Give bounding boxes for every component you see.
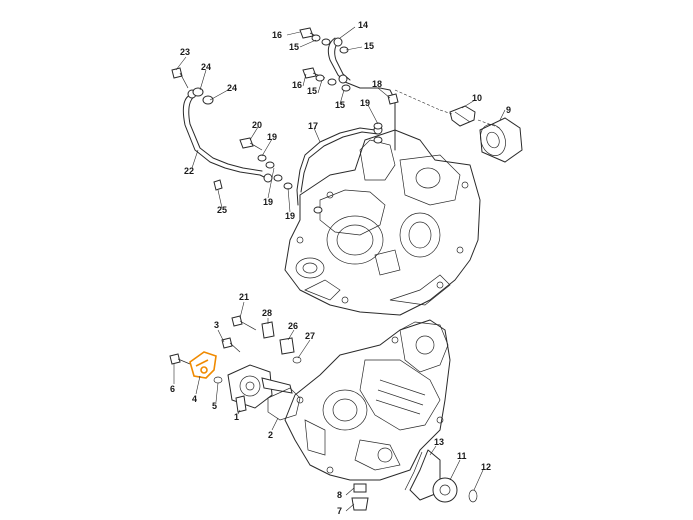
oil-pump-gasket	[267, 387, 301, 421]
label-15b: 15	[364, 41, 374, 51]
label-4: 4	[192, 394, 197, 404]
label-15a: 15	[289, 42, 299, 52]
label-2: 2	[268, 430, 273, 440]
oil-filter	[479, 117, 523, 163]
label-16b: 16	[292, 80, 302, 90]
label-18: 18	[372, 79, 382, 89]
union-bolts	[171, 27, 399, 191]
label-10: 10	[472, 93, 482, 103]
part-labels: 16 14 15 15 23 24 24 16 15 15 18 10 9 19…	[170, 20, 511, 516]
label-28: 28	[262, 308, 272, 318]
oil-pump-outlet-pipe-highlighted[interactable]	[189, 351, 217, 379]
label-26: 26	[288, 321, 298, 331]
label-6: 6	[170, 384, 175, 394]
label-15d: 15	[335, 100, 345, 110]
label-8: 8	[337, 490, 342, 500]
label-3: 3	[214, 320, 219, 330]
oil-pump-drive-sprocket	[432, 477, 458, 503]
label-19a: 19	[360, 98, 370, 108]
crankcase-left-half	[284, 319, 451, 481]
oil-filter-union-bolt	[449, 105, 476, 127]
label-9: 9	[506, 105, 511, 115]
label-14: 14	[358, 20, 368, 30]
label-11: 11	[457, 451, 467, 461]
circlip	[468, 489, 478, 503]
label-7: 7	[337, 506, 342, 516]
label-1: 1	[234, 412, 239, 422]
label-21: 21	[239, 292, 249, 302]
oil-delivery-pipe-upper	[327, 37, 396, 151]
label-22: 22	[184, 166, 194, 176]
dowel-pin-28	[261, 321, 275, 339]
label-19d: 19	[285, 211, 295, 221]
label-13: 13	[434, 437, 444, 447]
label-15c: 15	[307, 86, 317, 96]
label-23: 23	[180, 47, 190, 57]
copper-washers	[192, 34, 383, 214]
leader-lines	[173, 26, 506, 512]
crankcase-right-half	[284, 129, 481, 316]
oil-pump-drive-chain	[404, 449, 441, 501]
label-5: 5	[212, 401, 217, 411]
oil-pump-assembly	[227, 364, 293, 413]
label-19c: 19	[263, 197, 273, 207]
label-19b: 19	[267, 132, 277, 142]
oil-delivery-pipe-lower	[182, 89, 273, 183]
oil-delivery-pipe-middle	[296, 125, 383, 206]
label-12: 12	[481, 462, 491, 472]
pump-bolts	[169, 315, 257, 365]
drain-plug	[351, 483, 369, 511]
label-17: 17	[308, 121, 318, 131]
label-27: 27	[305, 331, 315, 341]
dowel-pin-26	[279, 337, 295, 355]
label-20: 20	[252, 120, 262, 130]
label-25: 25	[217, 205, 227, 215]
label-24b: 24	[227, 83, 237, 93]
label-24a: 24	[201, 62, 211, 72]
label-16a: 16	[272, 30, 282, 40]
